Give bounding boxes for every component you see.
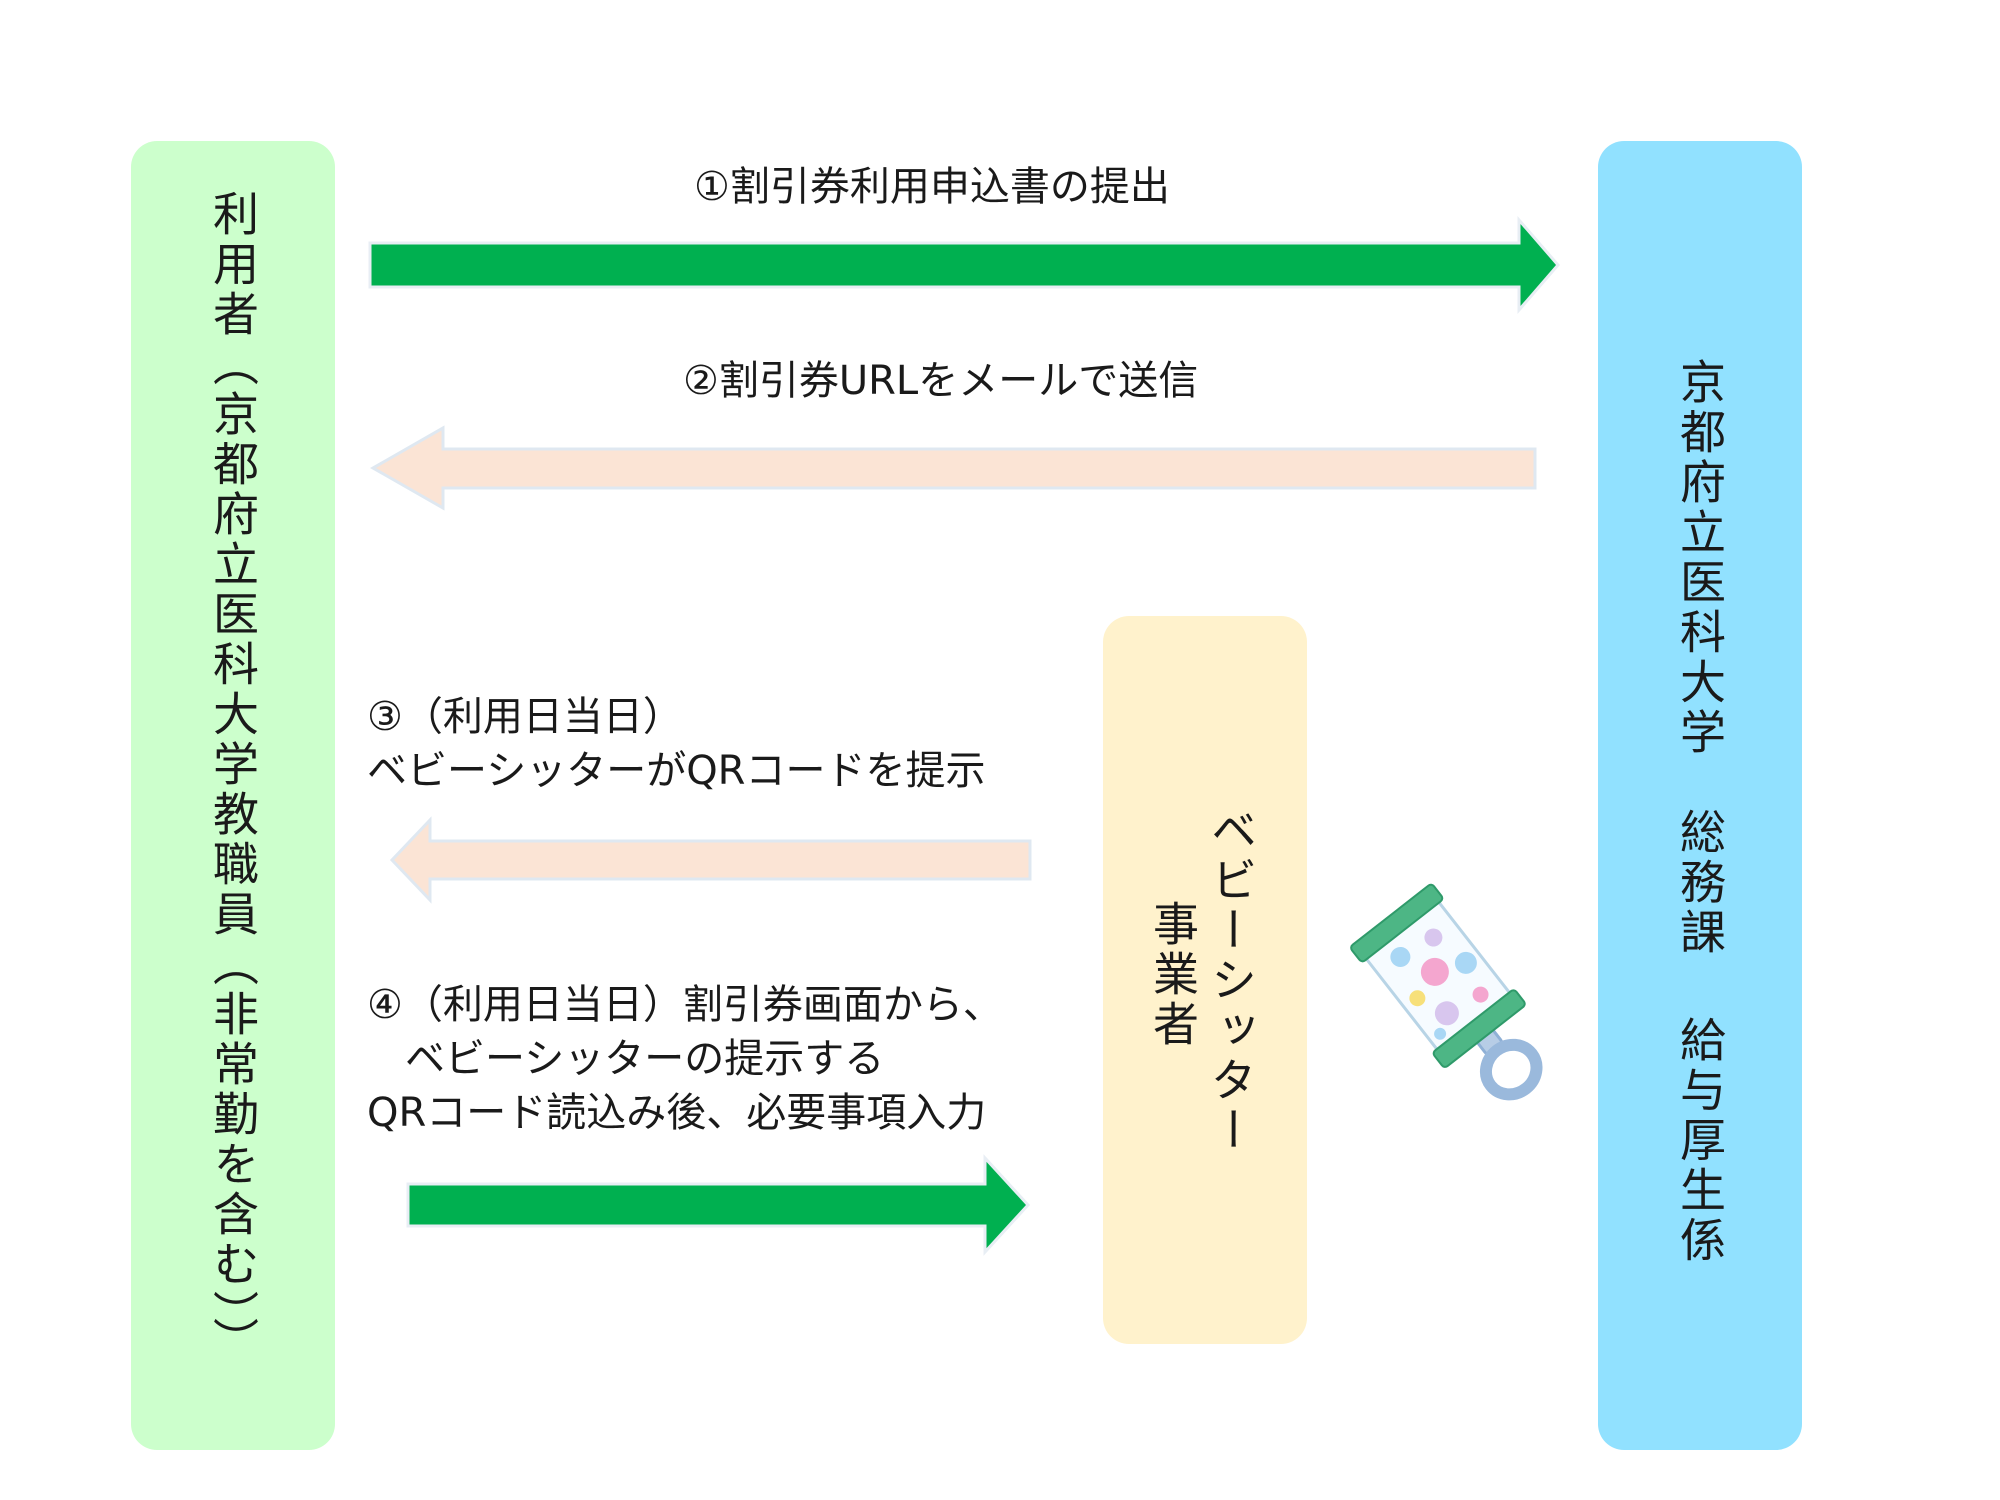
- university-label: 京都府立医科大学 総務課 給与厚生係: [1673, 358, 1727, 1266]
- step2-label: ②割引券URLをメールで送信: [683, 358, 1199, 404]
- step4-label: ④（利用日当日）割引券画面から、 ベビーシッターの提示する QRコード読込み後、…: [367, 978, 1003, 1140]
- step1-label: ①割引券利用申込書の提出: [694, 164, 1170, 210]
- sitter-box: [1103, 616, 1307, 1344]
- sitter-label-line1: ベビーシッター: [1204, 806, 1258, 1156]
- step4-label-line2: ベビーシッターの提示する: [405, 1036, 885, 1082]
- step3-label-line1: ③（利用日当日）: [367, 694, 683, 740]
- user-box: [131, 141, 335, 1450]
- sitter-label-line2: 事業者: [1146, 900, 1200, 1050]
- user-label: 利用者（京都府立医科大学教職員（非常勤を含む））: [206, 190, 260, 1367]
- rattle-toy-icon: [1350, 883, 1543, 1101]
- step3-arrow: [389, 816, 1032, 904]
- step2-arrow: [369, 425, 1537, 511]
- step3-label-line2: ベビーシッターがQRコードを提示: [367, 748, 986, 794]
- university-box: [1598, 141, 1802, 1450]
- step1-arrow: [368, 215, 1560, 315]
- step4-label-line3: QRコード読込み後、必要事項入力: [367, 1090, 987, 1136]
- step3-label: ③（利用日当日） ベビーシッターがQRコードを提示: [367, 690, 985, 798]
- step4-label-line1: ④（利用日当日）割引券画面から、: [367, 982, 1003, 1028]
- step4-arrow: [406, 1154, 1031, 1256]
